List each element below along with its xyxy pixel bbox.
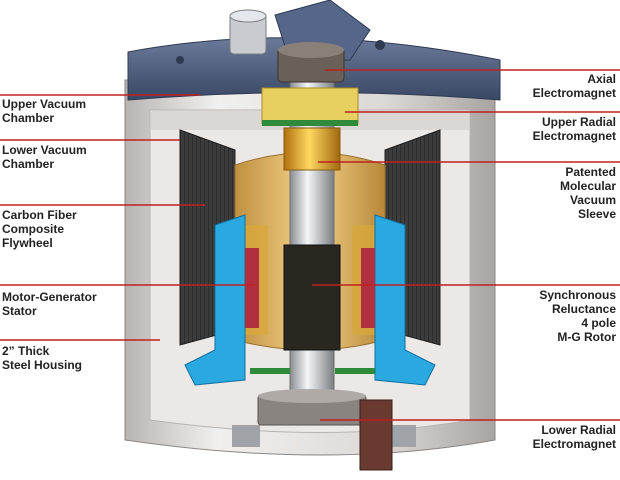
label-lower-radial-electromagnet: Lower Radial Electromagnet [532,423,616,451]
circuit-board-lower-right [335,368,375,374]
label-molecular-vacuum-sleeve: Patented Molecular Vacuum Sleeve [559,165,616,221]
molecular-vacuum-sleeve-part [283,127,341,171]
axial-electromagnet-part [277,42,345,83]
label-axial-electromagnet: Axial Electromagnet [532,72,616,100]
label-motor-generator-stator: Motor-Generator Stator [2,290,97,318]
motor-generator-stator [184,214,436,386]
circuit-board-lower [250,368,290,374]
label-carbon-fiber-flywheel: Carbon Fiber Composite Flywheel [2,208,77,250]
upper-radial-electromagnet-part [261,87,359,126]
housing-feet [232,425,416,447]
mg-rotor-part [283,244,341,351]
label-upper-radial-electromagnet: Upper Radial Electromagnet [532,115,616,143]
leader-lines [0,69,620,421]
label-steel-housing: 2” Thick Steel Housing [2,344,83,372]
label-mg-rotor: Synchronous Reluctance 4 pole M-G Rotor [539,288,616,344]
label-lower-vacuum-chamber: Lower Vacuum Chamber [2,143,87,171]
lower-radial-electromagnet-part [257,389,393,471]
label-upper-vacuum-chamber: Upper Vacuum Chamber [2,97,87,125]
